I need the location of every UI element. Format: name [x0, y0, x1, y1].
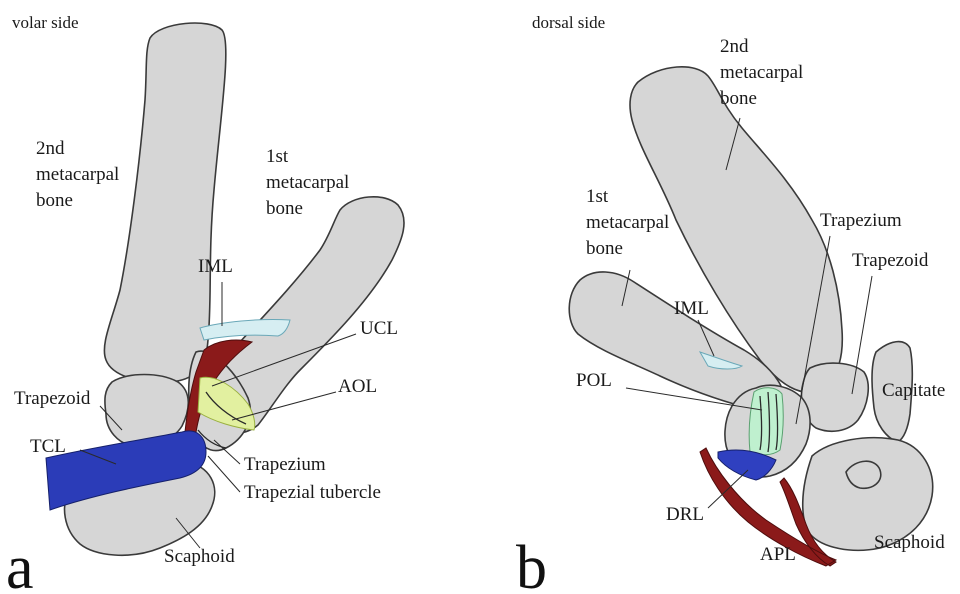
b-pol-label: POL [576, 370, 612, 391]
b-iml-label: IML [674, 298, 709, 319]
panel-a-letter: a [6, 534, 34, 594]
panel-a: volar side 2nd m [6, 13, 404, 594]
b-scaphoid-label: Scaphoid [874, 532, 945, 553]
b-trapezoid-label: Trapezoid [852, 250, 929, 271]
a-iml-label: IML [198, 256, 233, 277]
a-trapezoid-label: Trapezoid [14, 388, 91, 409]
a-ucl-label: UCL [360, 318, 398, 339]
a-trapezial-tubercle-label: Trapezial tubercle [244, 482, 381, 503]
panel-a-side-label: volar side [12, 13, 79, 32]
a-scaphoid-label: Scaphoid [164, 546, 235, 567]
b-drl-label: DRL [666, 504, 704, 525]
a-second-metacarpal-label: 2nd metacarpal bone [36, 138, 124, 211]
b-pol-ligament [749, 388, 783, 455]
b-capitate-label: Capitate [882, 380, 945, 401]
b-trapezoid-bone [802, 363, 869, 431]
b-first-metacarpal-label: 1st metacarpal bone [586, 186, 674, 259]
b-second-metacarpal-label: 2nd metacarpal bone [720, 36, 808, 109]
b-trapezium-label: Trapezium [820, 210, 902, 231]
a-aol-label: AOL [338, 376, 377, 397]
b-apl-label: APL [760, 544, 796, 565]
panel-b: dorsal side 2nd metac [516, 13, 945, 594]
panel-b-letter: b [516, 534, 547, 594]
a-trapezium-label: Trapezium [244, 454, 326, 475]
a-tcl-label: TCL [30, 436, 66, 457]
panel-b-side-label: dorsal side [532, 13, 605, 32]
